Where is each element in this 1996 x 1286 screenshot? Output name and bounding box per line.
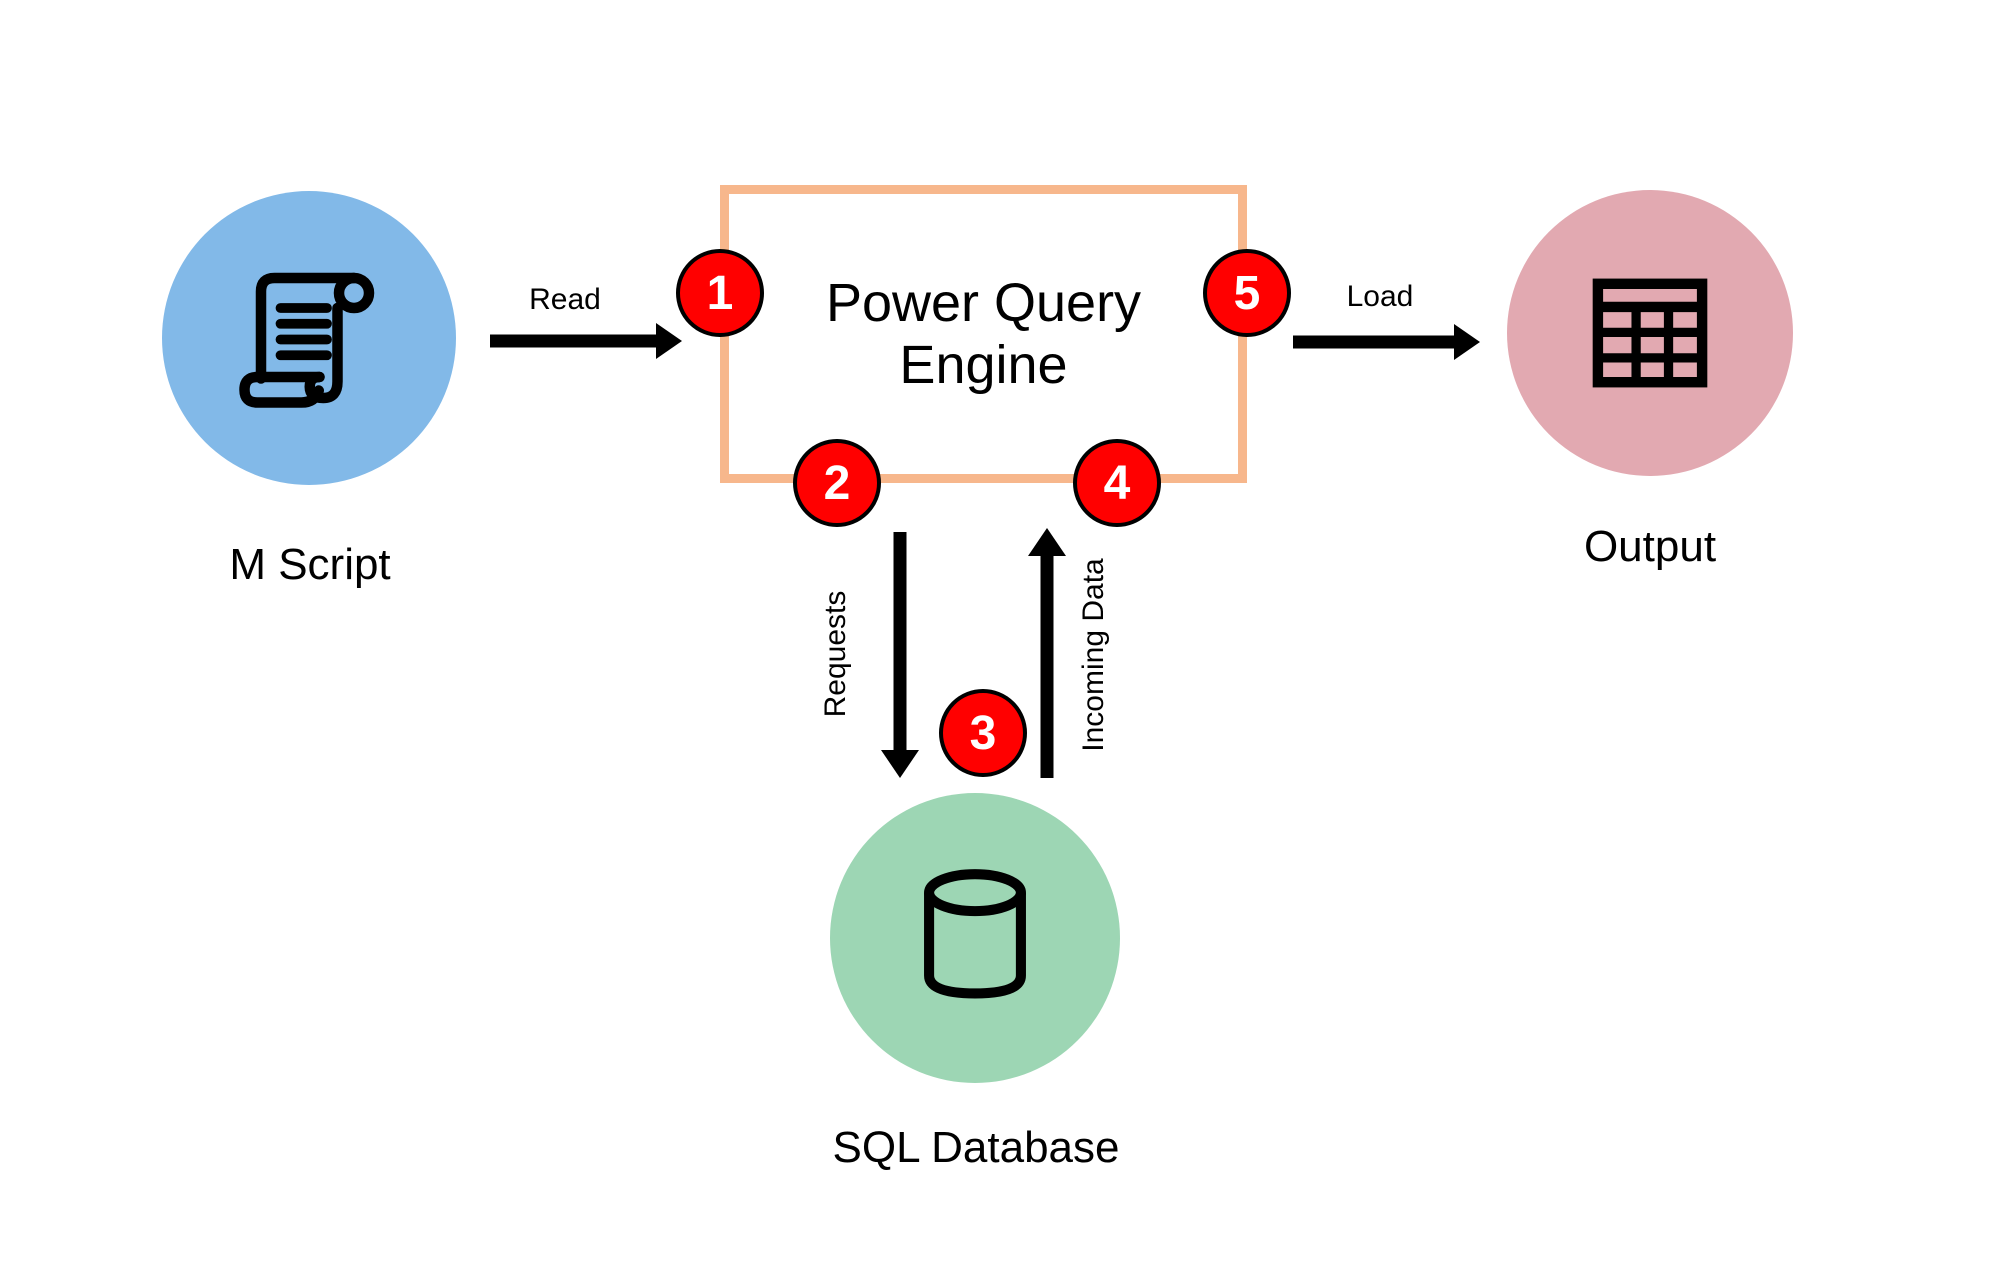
step-badge-2: 2: [793, 439, 881, 527]
load-arrow: [1293, 324, 1480, 360]
m-script-label: M Script: [229, 540, 391, 589]
step-badge-3: 3: [939, 689, 1027, 777]
table-icon: [1592, 278, 1708, 388]
read-arrow: [490, 323, 682, 359]
power-query-engine-box: Power Query Engine: [720, 185, 1247, 483]
engine-title-line1: Power Query: [825, 273, 1142, 333]
scroll-icon: [239, 272, 375, 408]
step-badge-4: 4: [1073, 439, 1161, 527]
output-label: Output: [1583, 522, 1717, 571]
requests-arrow-label: Requests: [819, 590, 852, 718]
node-output: [1507, 190, 1793, 476]
incoming-data-arrow: [1028, 528, 1066, 778]
requests-arrow: [881, 532, 919, 778]
step-badge-5: 5: [1203, 249, 1291, 337]
node-m-script: [162, 191, 456, 485]
node-sql-database: [830, 793, 1120, 1083]
step-badge-1: 1: [676, 249, 764, 337]
read-arrow-label: Read: [529, 283, 601, 316]
engine-title-line2: Engine: [899, 335, 1068, 395]
incoming-data-arrow-label: Incoming Data: [1077, 558, 1110, 752]
database-cylinder-icon: [924, 869, 1026, 999]
load-arrow-label: Load: [1346, 280, 1414, 313]
sql-database-label: SQL Database: [832, 1123, 1120, 1172]
